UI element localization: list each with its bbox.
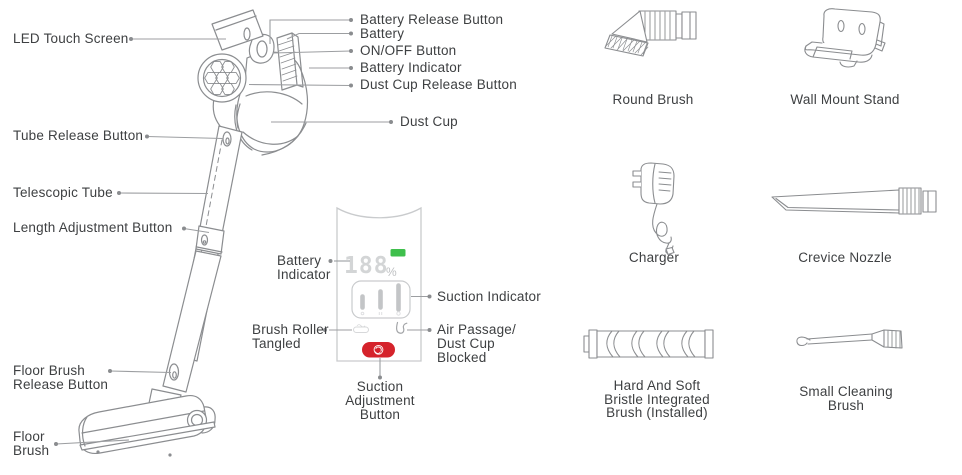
integrated-brush-icon xyxy=(583,329,714,359)
label-on-off-button: ON/OFF Button xyxy=(360,43,457,58)
suction-indicator-box xyxy=(351,280,411,319)
label-suction-indicator: Suction Indicator xyxy=(437,289,541,304)
label-line: Release Button xyxy=(13,377,109,392)
caption-wall-mount-stand: Wall Mount Stand xyxy=(790,92,900,107)
round-brush-icon xyxy=(604,10,697,57)
brush-roller-tangled-icon xyxy=(353,324,369,333)
label-line: Dust Cup xyxy=(437,336,495,351)
label-floor-brush: Floor Brush xyxy=(13,430,49,458)
label-line: Indicator xyxy=(277,267,331,282)
label-line: Air Passage/ xyxy=(437,322,516,337)
caption-crevice-nozzle: Crevice Nozzle xyxy=(798,250,892,265)
suction-adjustment-button xyxy=(362,342,395,358)
label-panel-battery-indicator: Battery Indicator xyxy=(277,254,331,282)
label-tube-release-button: Tube Release Button xyxy=(13,128,144,143)
label-line: Hard And Soft xyxy=(613,378,701,393)
vacuum-lower-tube xyxy=(162,250,222,393)
label-battery-release-button: Battery Release Button xyxy=(360,12,504,27)
label-led-touch-screen: LED Touch Screen xyxy=(13,31,129,46)
leader-dots xyxy=(54,18,432,446)
vacuum-handle xyxy=(248,33,275,64)
label-brush-roller-tangled: Brush Roller Tangled xyxy=(252,323,329,351)
label-floor-brush-release-button: Floor Brush Release Button xyxy=(13,364,108,392)
vacuum-floor-brush xyxy=(78,394,216,457)
label-line: Button xyxy=(359,407,401,422)
label-dust-cup: Dust Cup xyxy=(400,114,458,129)
label-battery: Battery xyxy=(360,26,405,41)
leader-lines xyxy=(55,19,429,445)
display-panel-illustration: 188 % xyxy=(336,206,422,362)
label-line: Adjustment xyxy=(345,393,415,408)
caption-round-brush: Round Brush xyxy=(612,92,694,107)
small-cleaning-brush-icon xyxy=(796,329,903,349)
vacuum-led-screen xyxy=(211,9,264,51)
label-line: Bristle Integrated xyxy=(604,391,710,407)
label-suction-adjustment-button: Suction Adjustment Button xyxy=(332,380,428,422)
percent-symbol: % xyxy=(386,265,397,279)
display-panel-outline xyxy=(336,206,422,362)
vacuum-illustration xyxy=(78,9,309,457)
accessory-icons xyxy=(583,8,937,359)
caption-charger: Charger xyxy=(628,250,680,265)
fan-icon xyxy=(373,344,384,355)
vacuum-length-collar xyxy=(195,225,225,255)
label-line: Floor xyxy=(13,429,45,444)
vacuum-motor-face xyxy=(197,53,247,103)
label-line: Brush (Installed) xyxy=(606,405,708,420)
label-dust-cup-release-button: Dust Cup Release Button xyxy=(360,77,517,92)
vacuum-battery-pack xyxy=(276,32,304,91)
caption-integrated-brush: Hard And Soft Bristle Integrated Brush (… xyxy=(582,379,732,420)
label-line: Blocked xyxy=(437,350,487,365)
crevice-nozzle-icon xyxy=(771,187,937,215)
caption-small-cleaning-brush: Small Cleaning Brush xyxy=(771,385,921,412)
label-telescopic-tube: Telescopic Tube xyxy=(13,185,113,200)
battery-percent-digits: 188 xyxy=(344,253,389,279)
suction-mode-glyphs xyxy=(360,311,401,316)
label-line: Battery xyxy=(277,253,322,268)
label-line: Tangled xyxy=(252,336,301,351)
label-battery-indicator: Battery Indicator xyxy=(360,60,462,75)
label-line: Brush xyxy=(13,443,50,458)
label-line: Suction xyxy=(356,379,404,394)
label-line: Brush Roller xyxy=(252,322,329,337)
label-line: Floor Brush xyxy=(13,363,85,378)
battery-level-icon xyxy=(390,249,406,257)
wall-mount-stand-icon xyxy=(804,8,886,68)
label-line: Small Cleaning xyxy=(799,384,893,399)
label-line: Brush xyxy=(827,397,865,413)
label-air-passage-blocked: Air Passage/ Dust Cup Blocked xyxy=(437,323,516,365)
charger-icon xyxy=(632,162,675,256)
label-length-adjustment-button: Length Adjustment Button xyxy=(13,220,173,235)
air-passage-blocked-icon xyxy=(395,321,408,334)
